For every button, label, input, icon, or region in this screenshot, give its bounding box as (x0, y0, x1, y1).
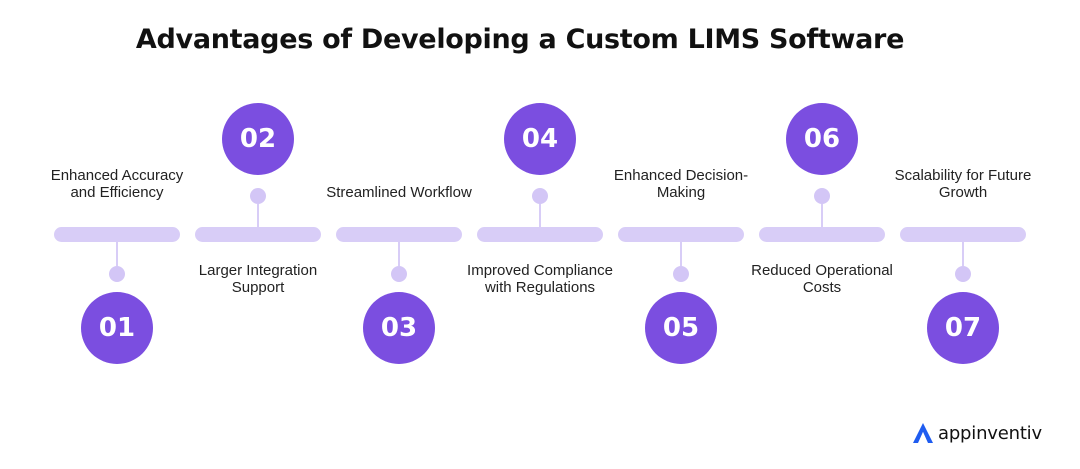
step-label: Improved Compliance with Regulations (467, 262, 613, 296)
connector-dot (673, 266, 689, 282)
timeline-segment (54, 227, 180, 242)
connector-line (257, 204, 259, 227)
connector-line (116, 242, 118, 266)
brand-logo: appinventiv (912, 421, 1042, 445)
connector-dot (391, 266, 407, 282)
timeline-segment (195, 227, 321, 242)
step-02: 02 Larger Integration Support (195, 0, 321, 469)
step-number-badge: 01 (81, 292, 153, 364)
step-number-badge: 07 (927, 292, 999, 364)
step-number-badge: 04 (504, 103, 576, 175)
step-05: Enhanced Decision-Making 05 (614, 0, 748, 469)
step-07: Scalability for Future Growth 07 (895, 0, 1031, 469)
connector-dot (532, 188, 548, 204)
connector-dot (109, 266, 125, 282)
step-label: Larger Integration Support (198, 262, 318, 296)
step-01: Enhanced Accuracy and Efficiency 01 (51, 0, 183, 469)
step-label: Enhanced Decision-Making (613, 167, 749, 201)
step-label: Enhanced Accuracy and Efficiency (50, 167, 184, 201)
brand-name: appinventiv (938, 422, 1042, 444)
page-title: Advantages of Developing a Custom LIMS S… (135, 24, 905, 55)
connector-line (398, 242, 400, 266)
step-number-badge: 05 (645, 292, 717, 364)
step-03: Streamlined Workflow 03 (326, 0, 472, 469)
step-label: Scalability for Future Growth (894, 167, 1032, 201)
connector-line (962, 242, 964, 266)
step-number-badge: 02 (222, 103, 294, 175)
timeline-segment (759, 227, 885, 242)
connector-line (821, 204, 823, 227)
step-04: 04 Improved Compliance with Regulations (467, 0, 613, 469)
step-label: Streamlined Workflow (326, 184, 472, 201)
timeline-segment (900, 227, 1026, 242)
step-label: Reduced Operational Costs (751, 262, 893, 296)
step-06: 06 Reduced Operational Costs (751, 0, 893, 469)
connector-line (680, 242, 682, 266)
connector-dot (955, 266, 971, 282)
timeline-segment (477, 227, 603, 242)
appinventiv-logo-icon (913, 423, 933, 443)
timeline-segment (336, 227, 462, 242)
connector-line (539, 204, 541, 227)
step-number-badge: 03 (363, 292, 435, 364)
connector-dot (250, 188, 266, 204)
connector-dot (814, 188, 830, 204)
step-number-badge: 06 (786, 103, 858, 175)
timeline-segment (618, 227, 744, 242)
